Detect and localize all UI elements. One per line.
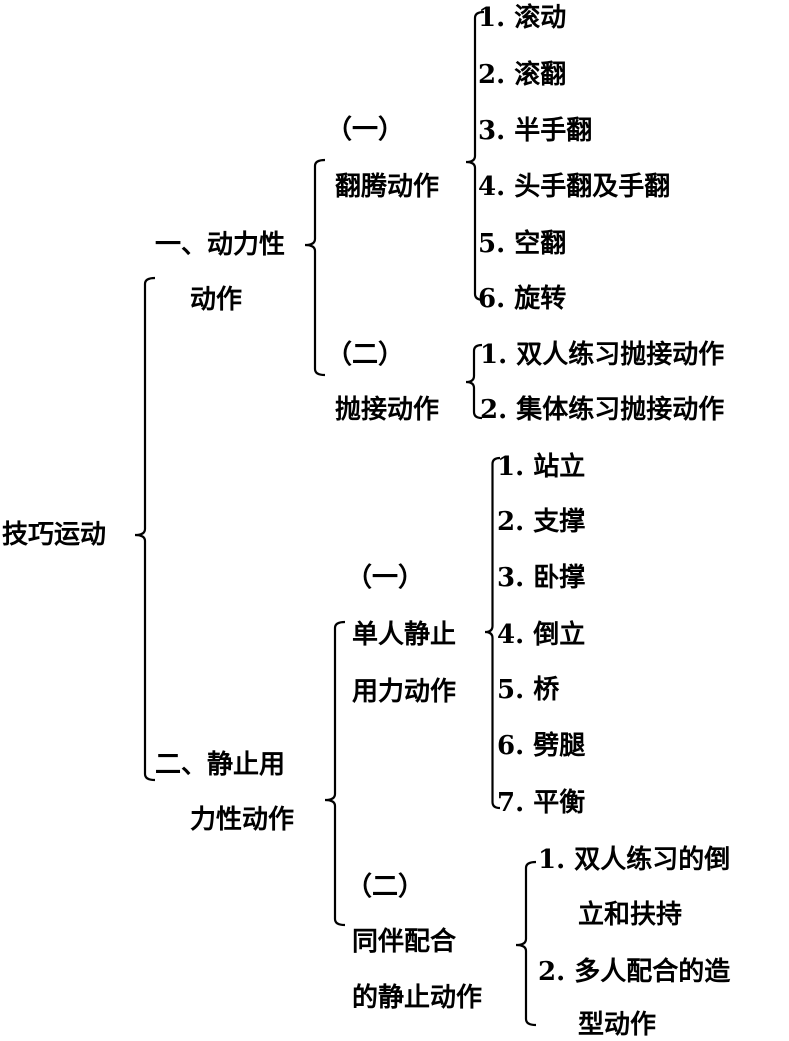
list-item: 1. 双人练习的倒	[538, 845, 731, 875]
group4-label-line2: 同伴配合	[352, 927, 457, 957]
group-paojie-brace	[465, 343, 483, 420]
group4-label-line1: （二）	[346, 872, 425, 902]
list-item: 5. 空翻	[478, 229, 567, 259]
list-item: 2. 集体练习抛接动作	[480, 395, 725, 425]
branch2-label-line1: 二、静止用	[155, 750, 286, 780]
root-label: 技巧运动	[2, 520, 107, 550]
list-item: 6. 劈腿	[497, 731, 586, 761]
branch1-label-line1: 一、动力性	[155, 230, 286, 260]
list-item: 1. 双人练习抛接动作	[480, 340, 725, 370]
branch1-label-line2: 动作	[190, 285, 243, 315]
group1-label-line2: 翻腾动作	[335, 172, 440, 202]
list-item: 6. 旋转	[478, 284, 567, 314]
list-item: 2. 支撑	[497, 507, 586, 537]
list-item: 5. 桥	[497, 675, 560, 705]
group2-label-line1: （二）	[326, 340, 405, 370]
list-item: 1. 滚动	[478, 3, 567, 33]
list-item: 2. 多人配合的造	[538, 957, 731, 987]
group-fanteng-brace	[465, 10, 485, 302]
group2-label-line2: 抛接动作	[335, 395, 440, 425]
branch2-brace	[324, 620, 346, 927]
list-item-continuation: 立和扶持	[578, 900, 683, 930]
list-item: 2. 滚翻	[478, 60, 567, 90]
list-item: 4. 倒立	[497, 620, 586, 650]
list-item: 7. 平衡	[497, 788, 586, 818]
group3-label-line1: （一）	[346, 563, 425, 593]
group3-label-line3: 用力动作	[352, 677, 457, 707]
group1-label-line1: （一）	[326, 115, 405, 145]
group-tongban-brace	[515, 860, 537, 1027]
branch1-brace	[304, 158, 326, 377]
root-brace	[134, 276, 156, 782]
group3-label-line2: 单人静止	[352, 620, 457, 650]
list-item: 3. 卧撑	[497, 563, 586, 593]
list-item: 1. 站立	[497, 452, 586, 482]
group4-label-line3: 的静止动作	[352, 983, 483, 1013]
group-danren-brace	[484, 456, 501, 810]
list-item: 4. 头手翻及手翻	[478, 172, 671, 202]
branch2-label-line2: 力性动作	[190, 805, 295, 835]
list-item: 3. 半手翻	[478, 116, 593, 146]
list-item-continuation: 型动作	[578, 1010, 657, 1040]
